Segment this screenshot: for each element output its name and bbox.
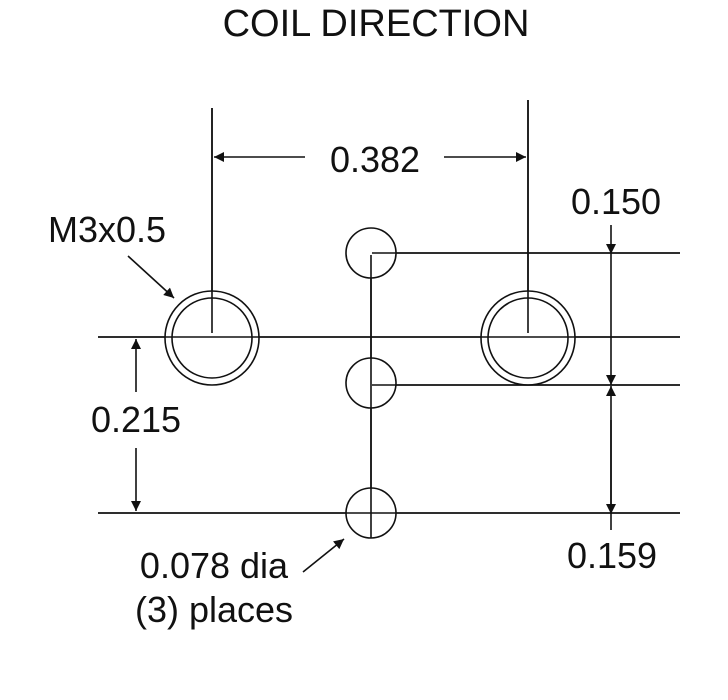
hole-count-callout-label: (3) places (135, 589, 293, 630)
dimension-label-top-offset: 0.150 (571, 181, 661, 222)
dimension-label-horizontal-spacing: 0.382 (330, 139, 420, 180)
dimension-label-left-offset: 0.215 (91, 399, 181, 440)
dimension-label-bottom-offset: 0.159 (567, 535, 657, 576)
hole-size-callout-label: 0.078 dia (140, 545, 289, 586)
coil-terminal-left (164, 290, 260, 386)
drawing-title: COIL DIRECTION (223, 3, 530, 45)
thread-leader-arrow (127, 255, 175, 299)
thread-callout-label: M3x0.5 (48, 209, 166, 250)
hole-leader-arrow (302, 538, 345, 573)
